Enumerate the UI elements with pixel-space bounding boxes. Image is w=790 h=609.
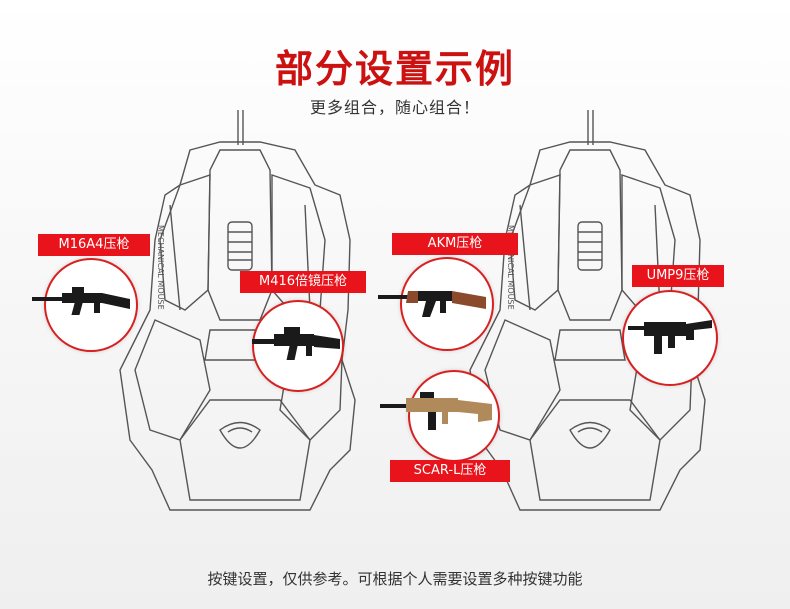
- m416-tag: M416倍镜压枪: [240, 271, 366, 293]
- scar-l-tag: SCAR-L压枪: [390, 460, 510, 482]
- m416-rifle-icon: [252, 327, 340, 360]
- m16a4-tag: M16A4压枪: [38, 234, 150, 256]
- scar-l-rifle-icon: [380, 392, 492, 430]
- akm-circle: [400, 257, 494, 351]
- page-title: 部分设置示例: [274, 47, 515, 91]
- footer-note: 按键设置，仅供参考。可根据个人需要设置多种按键功能: [207, 570, 583, 588]
- ump9-smg-icon: [628, 320, 712, 354]
- akm-tag: AKM压枪: [392, 233, 518, 255]
- page-subtitle: 更多组合，随心组合！: [309, 98, 480, 117]
- mouse-brand-text: MECHANICAL MOUSE: [506, 225, 515, 310]
- akm-rifle-icon: [378, 291, 486, 317]
- m16a4-rifle-icon: [32, 287, 130, 315]
- mouse-brand-text: MECHANICAL MOUSE: [156, 225, 165, 310]
- ump9-tag: UMP9压枪: [632, 265, 724, 287]
